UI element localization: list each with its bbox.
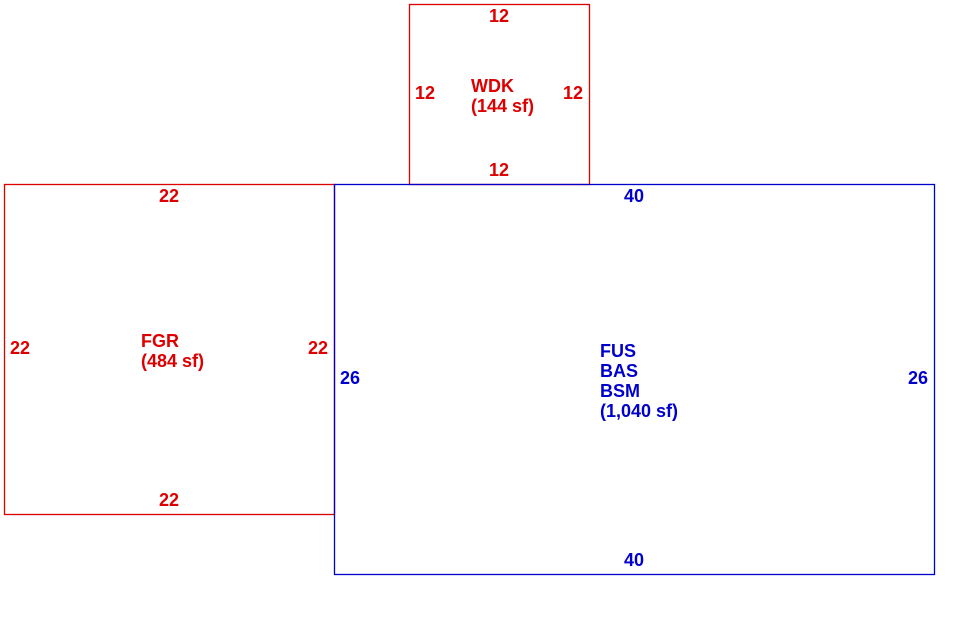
main-code-label-bas: BAS	[600, 361, 638, 381]
wdk-dim-left: 12	[415, 83, 435, 103]
wdk-dim-right: 12	[563, 83, 583, 103]
fgr-dim-left: 22	[10, 338, 30, 358]
main-dim-bottom: 40	[624, 550, 644, 570]
fgr-code-label: FGR	[141, 331, 179, 351]
fgr-dim-bottom: 22	[159, 490, 179, 510]
wdk-dim-top: 12	[489, 6, 509, 26]
main-code-label-bsm: BSM	[600, 381, 640, 401]
wdk-dim-bottom: 12	[489, 160, 509, 180]
main-dim-top: 40	[624, 186, 644, 206]
fgr-area: 22 22 22 22 FGR (484 sf)	[3, 183, 336, 516]
fgr-area-label: (484 sf)	[141, 351, 204, 371]
wdk-area: 12 12 12 12 WDK (144 sf)	[408, 3, 591, 186]
main-outline	[333, 183, 936, 576]
fgr-dim-top: 22	[159, 186, 179, 206]
wdk-code-label: WDK	[471, 76, 514, 96]
main-area: 40 26 26 40 FUS BAS BSM (1,040 sf)	[333, 183, 936, 576]
fgr-dim-right: 22	[308, 338, 328, 358]
main-area-label: (1,040 sf)	[600, 401, 678, 421]
wdk-area-label: (144 sf)	[471, 96, 534, 116]
main-code-label-fus: FUS	[600, 341, 636, 361]
main-dim-left: 26	[340, 368, 360, 388]
main-dim-right: 26	[908, 368, 928, 388]
